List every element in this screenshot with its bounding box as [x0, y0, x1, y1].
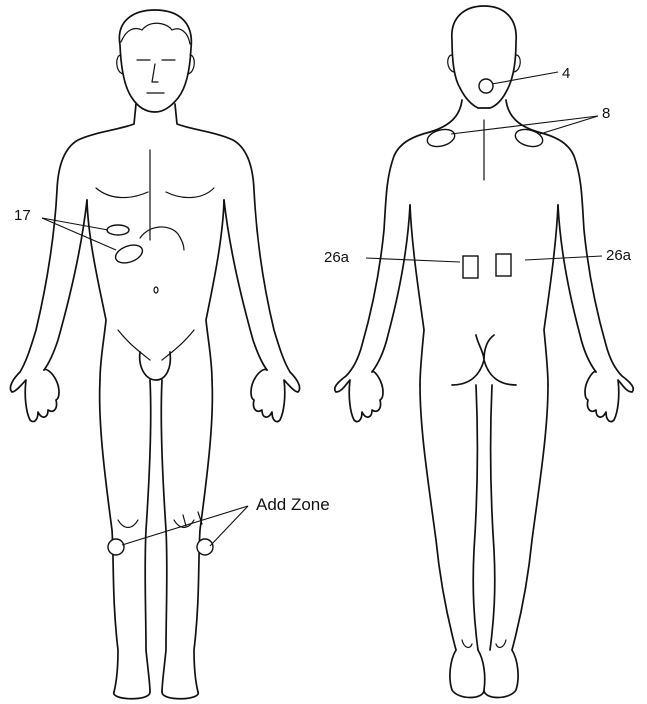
back-left-hand — [335, 371, 383, 421]
label-26a-right: 26a — [606, 247, 632, 264]
front-body-figure — [10, 10, 299, 699]
zone-17-upper[interactable] — [107, 225, 129, 235]
zone-8-left[interactable] — [425, 127, 456, 150]
front-left-hand — [10, 369, 59, 421]
front-right-hand — [251, 369, 300, 421]
zone-knee-right[interactable] — [197, 539, 213, 555]
label-4: 4 — [562, 65, 570, 82]
zone-17-lower[interactable] — [113, 242, 145, 267]
front-feet — [114, 692, 199, 699]
back-legs — [420, 385, 548, 650]
zone-26a-right[interactable] — [496, 254, 511, 276]
front-hair — [121, 23, 190, 44]
label-8: 8 — [602, 105, 610, 122]
back-feet — [450, 650, 518, 698]
back-right-hand — [585, 371, 633, 421]
label-17: 17 — [14, 207, 31, 224]
leader-lines — [42, 72, 602, 546]
front-legs — [100, 380, 213, 692]
front-head — [119, 10, 191, 112]
zone-4[interactable] — [479, 79, 493, 93]
back-body-figure — [335, 6, 634, 698]
label-26a-left: 26a — [324, 249, 350, 266]
zone-8-right[interactable] — [513, 127, 544, 150]
label-add-zone[interactable]: Add Zone — [256, 495, 330, 514]
zone-26a-left[interactable] — [463, 256, 478, 278]
zone-knee-left[interactable] — [108, 539, 124, 555]
back-buttocks — [452, 335, 516, 385]
